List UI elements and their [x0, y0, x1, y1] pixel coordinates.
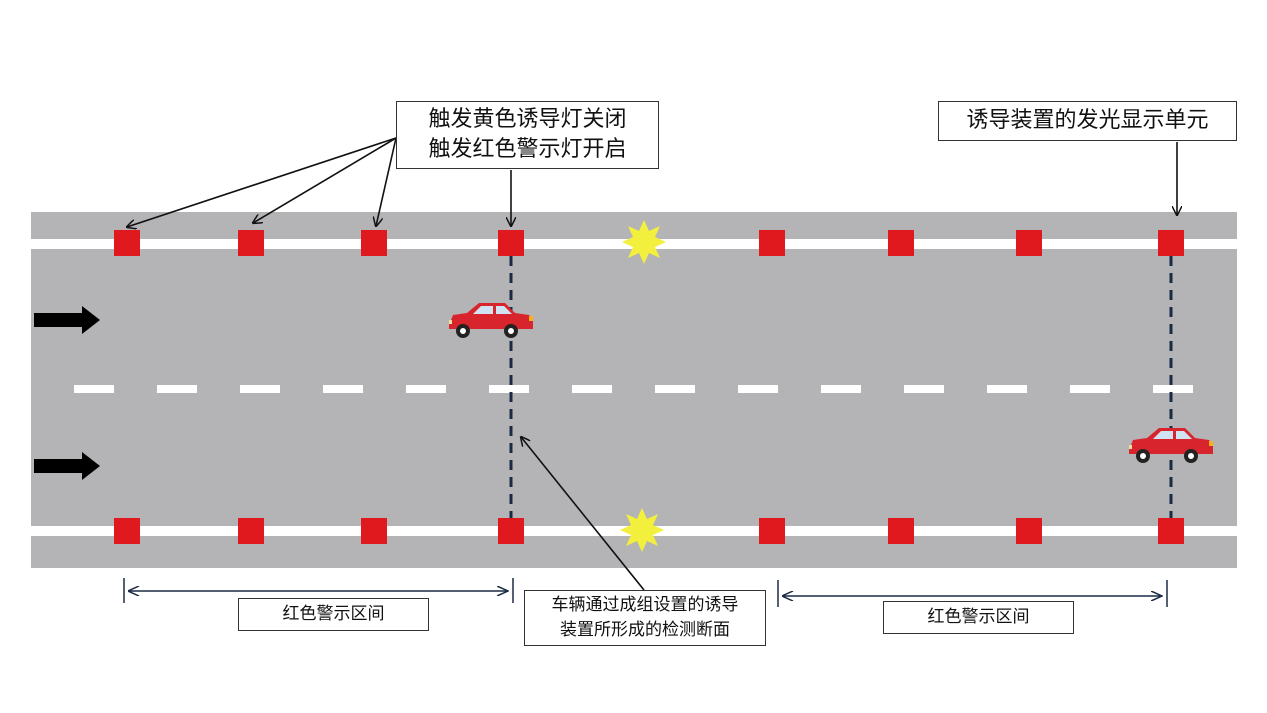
red-lights-bottom — [114, 518, 1184, 544]
warning-zone-right-label: 红色警示区间 — [883, 601, 1074, 634]
red-warning-light-icon — [759, 518, 785, 544]
red-warning-light-icon — [114, 230, 140, 256]
detection-section-annotation-box: 车辆通过成组设置的诱导 装置所形成的检测断面 — [524, 590, 766, 646]
road-surface — [31, 212, 1237, 568]
section-text-line2: 装置所形成的检测断面 — [560, 620, 730, 640]
red-warning-light-icon — [1016, 230, 1042, 256]
zone-dimension-left — [123, 578, 514, 603]
trigger-annotation-box: 触发黄色诱导灯关闭 触发红色警示灯开启 — [396, 101, 659, 169]
red-warning-light-icon — [361, 518, 387, 544]
display-unit-annotation-box: 诱导装置的发光显示单元 — [938, 101, 1237, 141]
traffic-arrow-icon — [34, 452, 100, 480]
yellow-guide-light-icon — [622, 220, 666, 264]
warning-zone-left-label: 红色警示区间 — [238, 598, 429, 631]
red-warning-light-icon — [1158, 518, 1184, 544]
center-dashed-line — [74, 385, 1193, 393]
red-lights-top — [114, 230, 1184, 256]
warning-zone-left-text: 红色警示区间 — [282, 604, 385, 624]
display-unit-text: 诱导装置的发光显示单元 — [966, 108, 1209, 133]
red-warning-light-icon — [1158, 230, 1184, 256]
trigger-callout-arrows — [127, 137, 511, 227]
warning-zone-right-text: 红色警示区间 — [927, 607, 1030, 627]
red-warning-light-icon — [888, 230, 914, 256]
trigger-text-line1: 触发黄色诱导灯关闭 — [428, 107, 627, 132]
yellow-guide-light-icon — [620, 508, 664, 552]
red-warning-light-icon — [114, 518, 140, 544]
red-warning-light-icon — [238, 518, 264, 544]
red-warning-light-icon — [759, 230, 785, 256]
traffic-arrow-icon — [34, 306, 100, 334]
red-warning-light-icon — [498, 518, 524, 544]
red-warning-light-icon — [888, 518, 914, 544]
red-warning-light-icon — [1016, 518, 1042, 544]
red-warning-light-icon — [498, 230, 524, 256]
red-warning-light-icon — [238, 230, 264, 256]
section-text-line1: 车辆通过成组设置的诱导 — [551, 595, 739, 615]
trigger-text-line2: 触发红色警示灯开启 — [428, 137, 627, 162]
zone-dimension-right — [777, 580, 1168, 607]
section-callout-arrow — [521, 437, 645, 591]
red-warning-light-icon — [361, 230, 387, 256]
